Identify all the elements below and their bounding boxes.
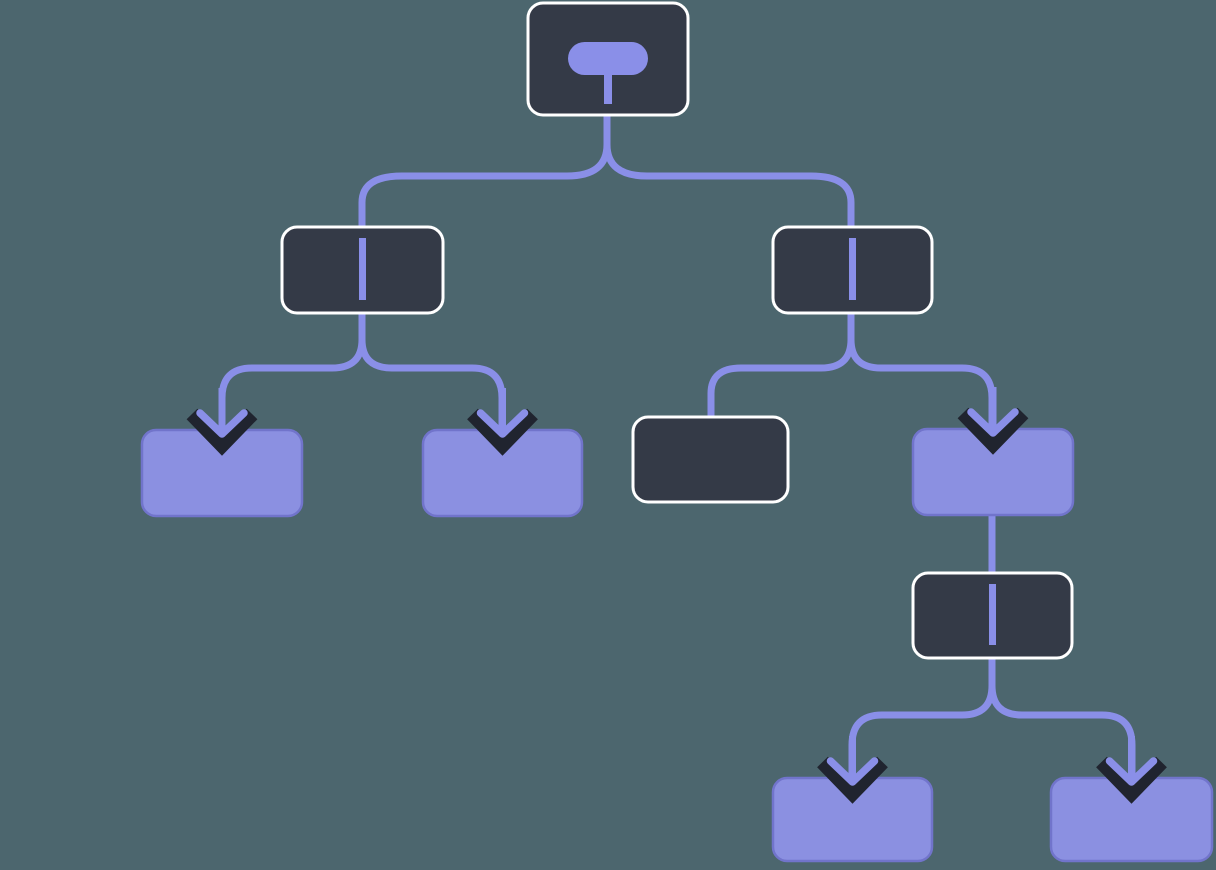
arrow-purple-chevron (196, 409, 248, 438)
node-leaf-bottom-2-chevron-down-icon (1096, 736, 1167, 804)
edge-branch-right-to-purple-child (847, 311, 996, 432)
node-branch-right[interactable] (771, 225, 934, 315)
arrow-black-chevron (957, 407, 1029, 455)
divider-icon (359, 238, 366, 300)
nodes-layer (140, 1, 1214, 863)
node-branch-bottom[interactable] (911, 571, 1074, 660)
node-leaf-bottom-1-chevron-down-icon (817, 736, 888, 804)
divider-icon (849, 238, 856, 300)
arrow-black-chevron (817, 756, 888, 804)
arrow-black-chevron (1096, 756, 1167, 804)
edge-root-to-branch-left (358, 113, 611, 229)
node-root[interactable] (526, 1, 690, 117)
divider-icon (989, 584, 996, 645)
arrow-purple-chevron (826, 757, 879, 786)
edge-branch-right-to-dark-child (707, 311, 855, 419)
arrow-purple-chevron (967, 408, 1019, 437)
arrow-purple-chevron (1105, 757, 1158, 786)
edge-root-to-branch-right (603, 113, 855, 229)
node-leaf-left-2-chevron-down-icon (467, 388, 538, 456)
pill-stem (604, 72, 612, 104)
pill-icon (568, 42, 648, 75)
node-leaf-left-1-chevron-down-icon (186, 388, 258, 456)
node-right-child-dark-body[interactable] (631, 415, 790, 504)
arrow-black-chevron (186, 408, 258, 456)
arrows-layer (186, 387, 1167, 804)
arrow-black-chevron (467, 408, 538, 456)
edge-branch-bottom-to-leaf-2 (988, 656, 1136, 781)
arrow-purple-chevron (476, 409, 529, 438)
edges-layer (218, 113, 1136, 781)
node-right-child-dark[interactable] (631, 415, 790, 504)
node-branch-left[interactable] (280, 225, 445, 315)
edge-branch-left-to-leaf-2 (358, 311, 506, 433)
node-right-child-purple-chevron-down-icon (957, 387, 1029, 455)
